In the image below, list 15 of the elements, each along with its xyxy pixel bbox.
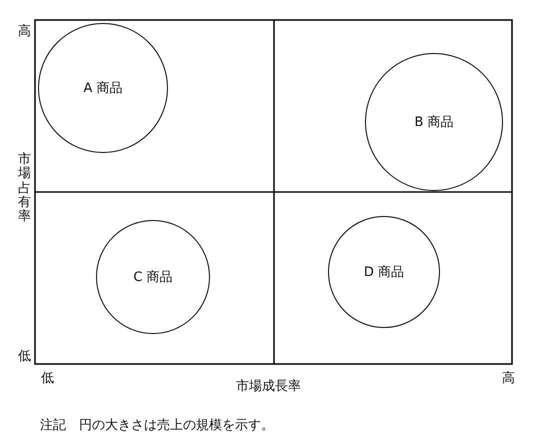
axis-low-label: 低 xyxy=(18,348,31,365)
product-circle xyxy=(38,23,168,153)
product-label: A 商品 xyxy=(83,80,123,97)
axis-high-label: 高 xyxy=(502,370,515,387)
product-label: D 商品 xyxy=(364,264,404,281)
y-axis-title: 市場占有率 xyxy=(18,153,31,224)
product-label: C 商品 xyxy=(133,269,173,286)
x-axis-title: 市場成長率 xyxy=(236,378,301,395)
caption-note: 注記 円の大きさは売上の規模を示す。 xyxy=(40,417,274,434)
product-circle xyxy=(96,220,210,334)
axis-low-label: 低 xyxy=(41,370,54,387)
product-circle xyxy=(328,216,440,328)
product-label: B 商品 xyxy=(414,114,454,131)
product-circle xyxy=(365,53,503,191)
axis-high-label: 高 xyxy=(18,23,31,40)
